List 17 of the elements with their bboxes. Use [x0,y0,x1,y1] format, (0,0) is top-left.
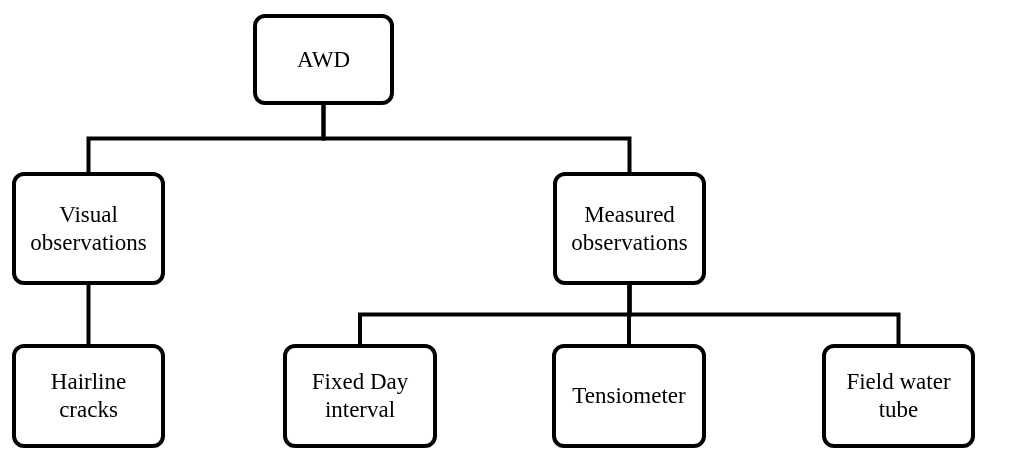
process-box [12,172,165,285]
process-box [552,344,706,448]
connector-line [321,105,632,172]
box-label: AWD [296,45,351,74]
process-box [12,344,165,448]
box-label: Field water tube [845,368,952,424]
process-box [283,344,437,448]
box-label: Visual observations [29,200,148,257]
connector-line [86,285,91,344]
box-label: Fixed Day interval [310,368,410,424]
connector-line [627,285,901,344]
box-label: Measured observations [570,200,689,257]
box-label: Hairline cracks [49,368,128,424]
process-box [253,14,394,105]
box-label: Tensiometer [572,382,686,410]
process-box [553,172,706,285]
process-box [822,344,975,448]
